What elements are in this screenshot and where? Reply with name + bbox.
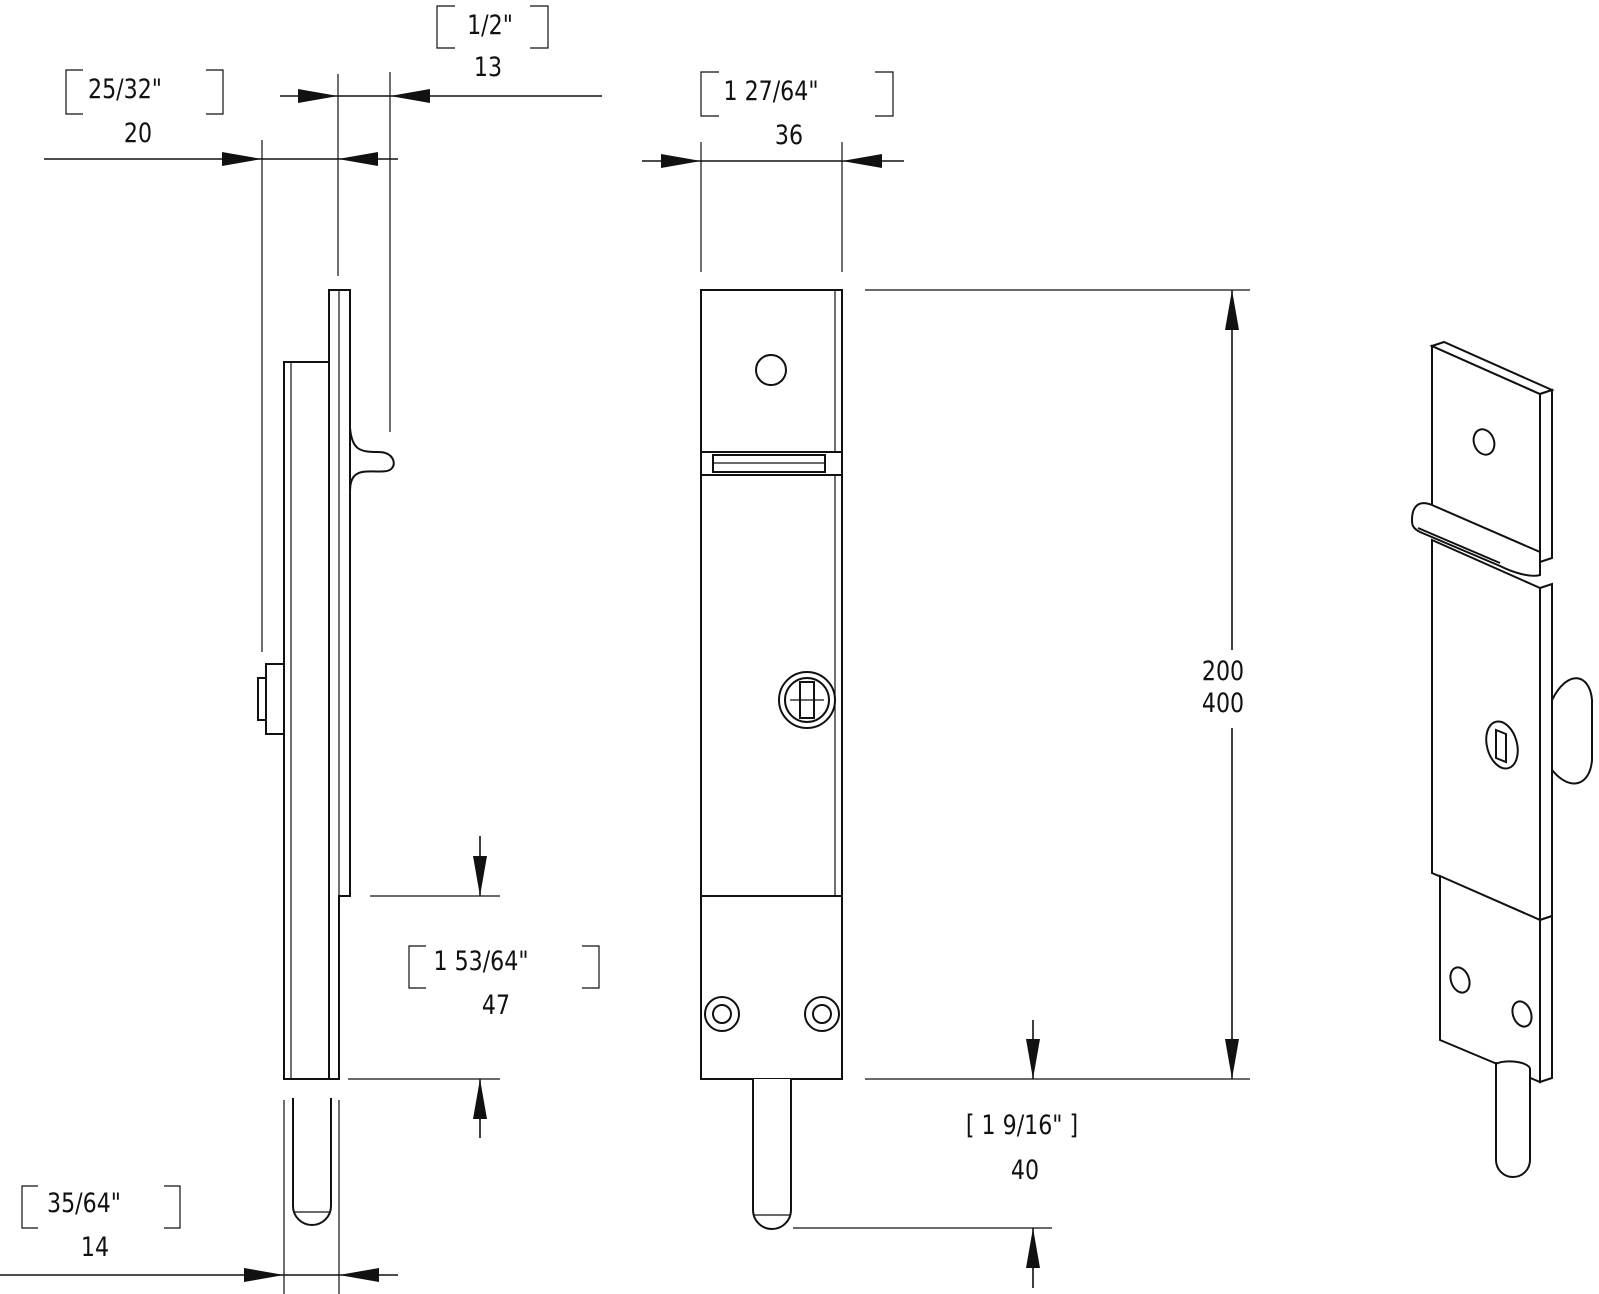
dim-bolt-throw-metric: 40 — [1011, 1154, 1039, 1186]
isometric-view — [1410, 340, 1593, 1178]
dim-bolt-throw: [ 1 9/16" ] 40 — [793, 1020, 1078, 1288]
dim-height: 200 400 — [865, 289, 1250, 1080]
iso-screw-hole-top — [1472, 428, 1496, 456]
front-bottom-plate — [700, 895, 843, 1080]
iso-screw-hole-bottom-left — [1449, 966, 1471, 994]
side-cylinder — [265, 663, 285, 735]
dim-bolt-inset: 1 53/64" 47 — [348, 836, 600, 1138]
dim-height-metric-a: 200 — [1202, 655, 1244, 687]
iso-bolt — [1495, 1062, 1531, 1178]
side-bolt — [292, 1098, 332, 1226]
dim-flange-imperial: 1/2" — [467, 9, 513, 41]
dim-side-depth-imperial: 25/32" — [88, 73, 162, 105]
dim-bolt-inset-metric: 47 — [482, 989, 510, 1021]
dim-side-depth-metric: 20 — [124, 117, 152, 149]
front-screw-hole-bottom-left — [704, 996, 740, 1032]
dim-height-metric-b: 400 — [1202, 687, 1244, 719]
dim-bolt-inset-imperial: 1 53/64" — [433, 945, 528, 977]
dim-width-metric: 36 — [775, 119, 803, 151]
front-bolt — [752, 1079, 792, 1230]
dim-bolt-diameter-imperial: 35/64" — [47, 1187, 121, 1219]
front-screw-hole-bottom-right — [804, 996, 840, 1032]
side-view — [257, 289, 395, 1226]
dim-flange: 1/2" 13 — [280, 5, 602, 432]
dim-width: 1 27/64" 36 — [642, 71, 904, 272]
dim-width-imperial: 1 27/64" — [723, 75, 818, 107]
iso-body — [1431, 538, 1541, 922]
side-hook — [349, 427, 395, 493]
front-lock-cylinder — [778, 671, 836, 729]
iso-hook — [1410, 502, 1541, 577]
dim-side-depth: 25/32" 20 — [44, 69, 398, 652]
front-screw-hole-top — [755, 354, 787, 386]
dim-bolt-throw-imperial: [ 1 9/16" ] — [966, 1109, 1078, 1141]
front-view — [700, 289, 843, 1230]
iso-cylinder — [1551, 677, 1593, 785]
dim-bolt-diameter: 35/64" 14 — [0, 1100, 398, 1294]
dim-bolt-diameter-metric: 14 — [81, 1231, 109, 1263]
iso-screw-hole-bottom-right — [1511, 1000, 1533, 1028]
dim-flange-metric: 13 — [474, 51, 502, 83]
